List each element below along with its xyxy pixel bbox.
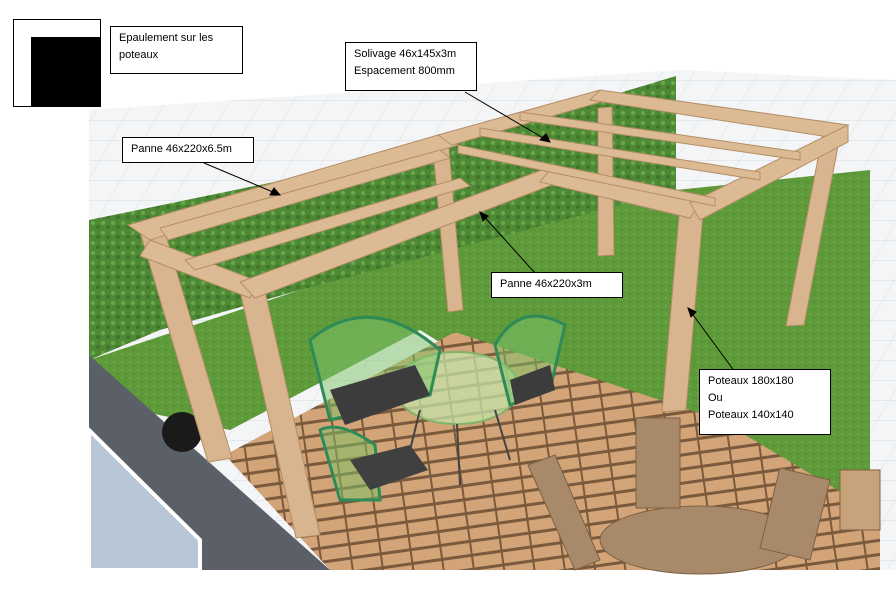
label-epaulement-line1: Epaulement sur les xyxy=(119,32,214,44)
label-panne-long-line1: Panne 46x220x6.5m xyxy=(131,143,232,155)
label-panne-short: Panne 46x220x3m xyxy=(491,272,623,298)
label-panne-short-line1: Panne 46x220x3m xyxy=(500,278,592,290)
annotation-arrows xyxy=(203,91,736,373)
wooden-furniture xyxy=(527,417,881,575)
label-poteaux-line1: Poteaux 180x180 xyxy=(708,375,794,387)
label-poteaux-line2: Ou xyxy=(708,392,723,404)
label-panne-long: Panne 46x220x6.5m xyxy=(122,137,254,163)
label-solivage-line1: Solivage 46x145x3m xyxy=(354,48,457,60)
label-epaulement: Epaulement sur les poteaux xyxy=(110,26,243,74)
chairs xyxy=(308,314,567,502)
label-epaulement-line2: poteaux xyxy=(119,49,159,61)
label-poteaux: Poteaux 180x180 Ou Poteaux 140x140 xyxy=(699,369,831,435)
pergola-posts xyxy=(137,106,843,539)
shoulder-joint-icon xyxy=(13,19,101,107)
house-window xyxy=(87,425,202,572)
label-solivage: Solivage 46x145x3m Espacement 800mm xyxy=(345,42,477,91)
pergola-beams xyxy=(126,89,850,299)
label-poteaux-line3: Poteaux 140x140 xyxy=(708,409,794,421)
label-solivage-line2: Espacement 800mm xyxy=(354,65,455,77)
outdoor-lamp xyxy=(162,412,202,452)
